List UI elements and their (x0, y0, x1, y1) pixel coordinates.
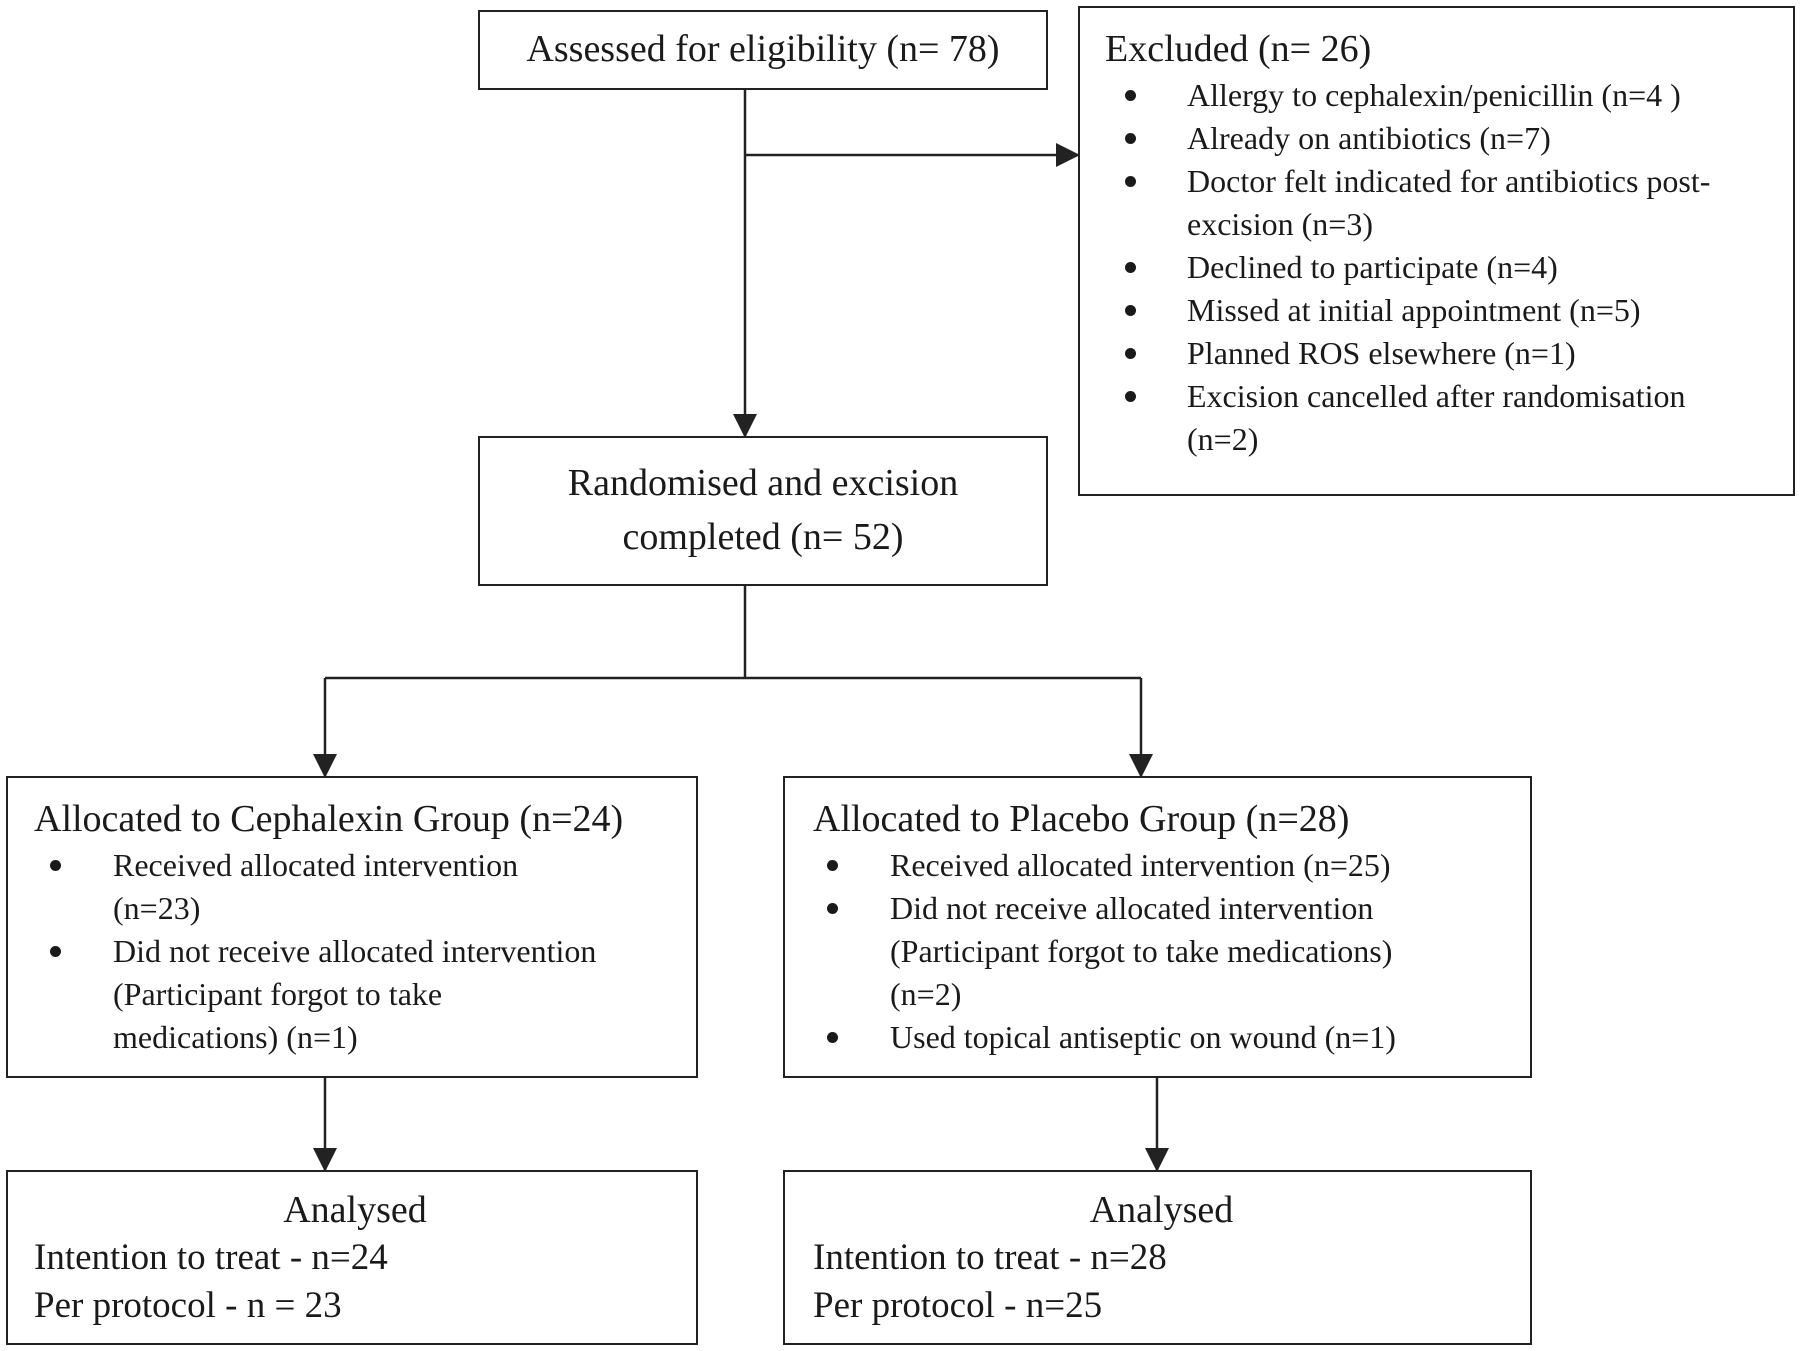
assessed-for-eligibility-box: Assessed for eligibility (n= 78) (478, 10, 1048, 90)
cephalexin-group-box: Allocated to Cephalexin Group (n=24) Rec… (6, 776, 698, 1078)
list-item: Planned ROS elsewhere (n=1) (1080, 332, 1773, 375)
randomised-line-1: Randomised and excision (567, 462, 959, 504)
randomised-box: Randomised and excision completed (n= 52… (478, 436, 1048, 586)
assessed-label: Assessed for eligibility (n= 78) (526, 28, 1000, 70)
analysed-cephalexin-title: Analysed (283, 1189, 427, 1231)
list-item: Received allocated intervention (n=23) (8, 844, 606, 930)
analysed-cephalexin-box: Analysed Intention to treat - n=24 Per p… (6, 1170, 698, 1345)
list-item: Declined to participate (n=4) (1080, 246, 1773, 289)
excluded-reasons-list: Allergy to cephalexin/penicillin (n=4 ) … (1080, 74, 1773, 461)
list-item: Did not receive allocated intervention (… (785, 887, 1460, 1016)
list-item: Doctor felt indicated for antibiotics po… (1080, 160, 1773, 246)
list-item: Allergy to cephalexin/penicillin (n=4 ) (1080, 74, 1773, 117)
analysed-cephalexin-pp: Per protocol - n = 23 (34, 1285, 342, 1326)
placebo-group-box: Allocated to Placebo Group (n=28) Receiv… (783, 776, 1532, 1078)
cephalexin-title: Allocated to Cephalexin Group (n=24) (34, 798, 624, 840)
analysed-cephalexin-itt: Intention to treat - n=24 (34, 1237, 388, 1278)
randomised-line-2: completed (n= 52) (622, 516, 904, 558)
list-item: Missed at initial appointment (n=5) (1080, 289, 1773, 332)
analysed-placebo-box: Analysed Intention to treat - n=28 Per p… (783, 1170, 1532, 1345)
analysed-placebo-pp: Per protocol - n=25 (813, 1285, 1103, 1326)
excluded-title: Excluded (n= 26) (1105, 28, 1372, 70)
placebo-items-list: Received allocated intervention (n=25) D… (785, 844, 1510, 1059)
list-item: Used topical antiseptic on wound (n=1) (785, 1016, 1460, 1059)
cephalexin-items-list: Received allocated intervention (n=23) D… (8, 844, 676, 1059)
list-item: Already on antibiotics (n=7) (1080, 117, 1773, 160)
list-item: Did not receive allocated intervention (… (8, 930, 606, 1059)
analysed-placebo-title: Analysed (1089, 1189, 1234, 1231)
excluded-box: Excluded (n= 26) Allergy to cephalexin/p… (1078, 6, 1795, 496)
list-item: Excision cancelled after randomisation (… (1080, 375, 1773, 461)
placebo-title: Allocated to Placebo Group (n=28) (813, 798, 1350, 840)
analysed-placebo-itt: Intention to treat - n=28 (813, 1237, 1167, 1278)
list-item: Received allocated intervention (n=25) (785, 844, 1460, 887)
